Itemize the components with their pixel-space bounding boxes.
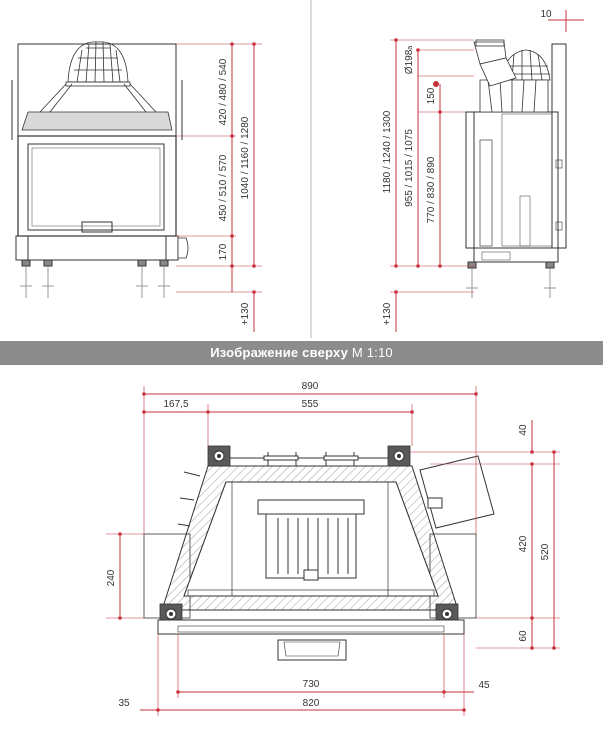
front-door-handle [81, 221, 113, 233]
banner-title: Изображение сверху [210, 345, 349, 360]
side-flue-value: Ø198 [404, 49, 415, 74]
top-dimensions [106, 386, 560, 716]
section-banner: Изображение сверху M 1:10 [0, 341, 603, 365]
top-bottom-total: 820 [303, 698, 320, 709]
front-glass [27, 143, 165, 231]
side-total-height: 1180 / 1240 / 1300 [382, 110, 393, 193]
front-offset: +130 [240, 302, 251, 325]
side-view: 10 Ø198a 150 1180 / 1240 / 1300 955 / 10… [382, 9, 584, 332]
front-feet [20, 259, 170, 298]
top-view: 890 167,5 555 40 420 520 60 240 730 820 … [106, 381, 560, 716]
side-flue-gap: 150 [426, 87, 437, 104]
banner-scale: M 1:10 [351, 345, 393, 360]
top-front-frame [157, 619, 465, 661]
side-feet [466, 261, 556, 298]
top-width-inner: 555 [302, 399, 319, 410]
front-view: 420 / 480 / 540 450 / 510 / 570 1040 / 1… [11, 41, 262, 332]
front-height-door: 450 / 510 / 570 [218, 154, 229, 221]
side-lower-height: 770 / 830 / 890 [426, 156, 437, 223]
top-depth-top: 40 [518, 424, 529, 436]
top-flue-outlet [419, 455, 495, 529]
side-gap: 10 [540, 9, 552, 20]
side-body [473, 111, 559, 249]
top-depth-bottom: 60 [518, 630, 529, 642]
front-dimensions [176, 42, 262, 332]
front-door-frame [17, 135, 177, 237]
top-depth-left: 240 [106, 569, 117, 586]
top-offset-left: 35 [118, 698, 130, 709]
top-offset-right: 45 [478, 680, 490, 691]
top-bolts [159, 445, 459, 625]
side-flue [473, 39, 551, 113]
front-base [15, 235, 179, 261]
front-base-height: 170 [218, 243, 229, 260]
side-flue-diameter: Ø198a [404, 46, 415, 74]
top-depth-mid: 420 [518, 535, 529, 552]
front-dome [39, 41, 157, 113]
top-depth-total: 520 [540, 543, 551, 560]
top-bottom-inner: 730 [303, 679, 320, 690]
top-width-left: 167,5 [163, 399, 188, 410]
top-grate [257, 499, 365, 581]
side-base [473, 247, 559, 263]
side-flue-sub: a [407, 46, 414, 50]
front-height-top: 420 / 480 / 540 [218, 58, 229, 125]
side-dimensions [390, 10, 584, 332]
front-height-total: 1040 / 1160 / 1280 [240, 116, 251, 199]
top-width-total: 890 [302, 381, 319, 392]
side-mid-height: 955 / 1015 / 1075 [404, 129, 415, 207]
side-offset: +130 [382, 302, 393, 325]
top-rail [177, 452, 394, 527]
